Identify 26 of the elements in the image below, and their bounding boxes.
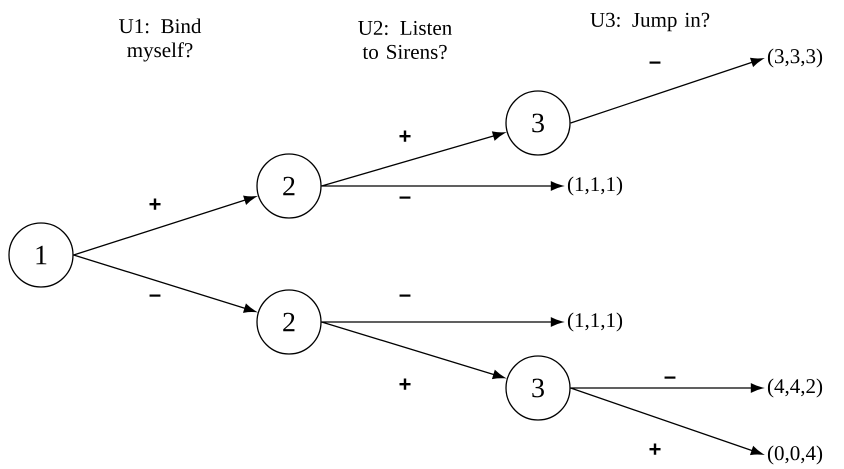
edge-label: + [398,130,412,144]
arrow [570,387,763,455]
arrow [322,317,563,327]
payoff-label: (1,1,1) [568,312,622,332]
arrow [322,181,563,191]
stage-label: U3: Jump in? [590,12,710,32]
arrow [321,131,505,187]
edge-label: + [148,198,162,212]
edge-label: + [648,442,662,458]
payoff-label: (0,0,4) [768,445,822,465]
edge-label: – [148,294,162,302]
arrow [570,383,763,393]
edge-label: – [398,294,412,302]
arrow [73,254,256,313]
arrow [321,321,505,379]
edge-label: – [662,376,678,384]
edge-label: – [648,60,662,70]
stage-label: U1: Bind myself? [119,18,202,62]
payoff-label: (4,4,2) [768,378,822,398]
stage-label: U2: Listen to Sirens? [358,20,452,60]
edge-label: – [398,196,412,204]
arrow [570,58,763,124]
arrow [73,196,256,256]
edge-label: + [398,378,412,392]
payoff-label: (1,1,1) [568,176,622,196]
payoff-label: (3,3,3) [768,48,822,68]
